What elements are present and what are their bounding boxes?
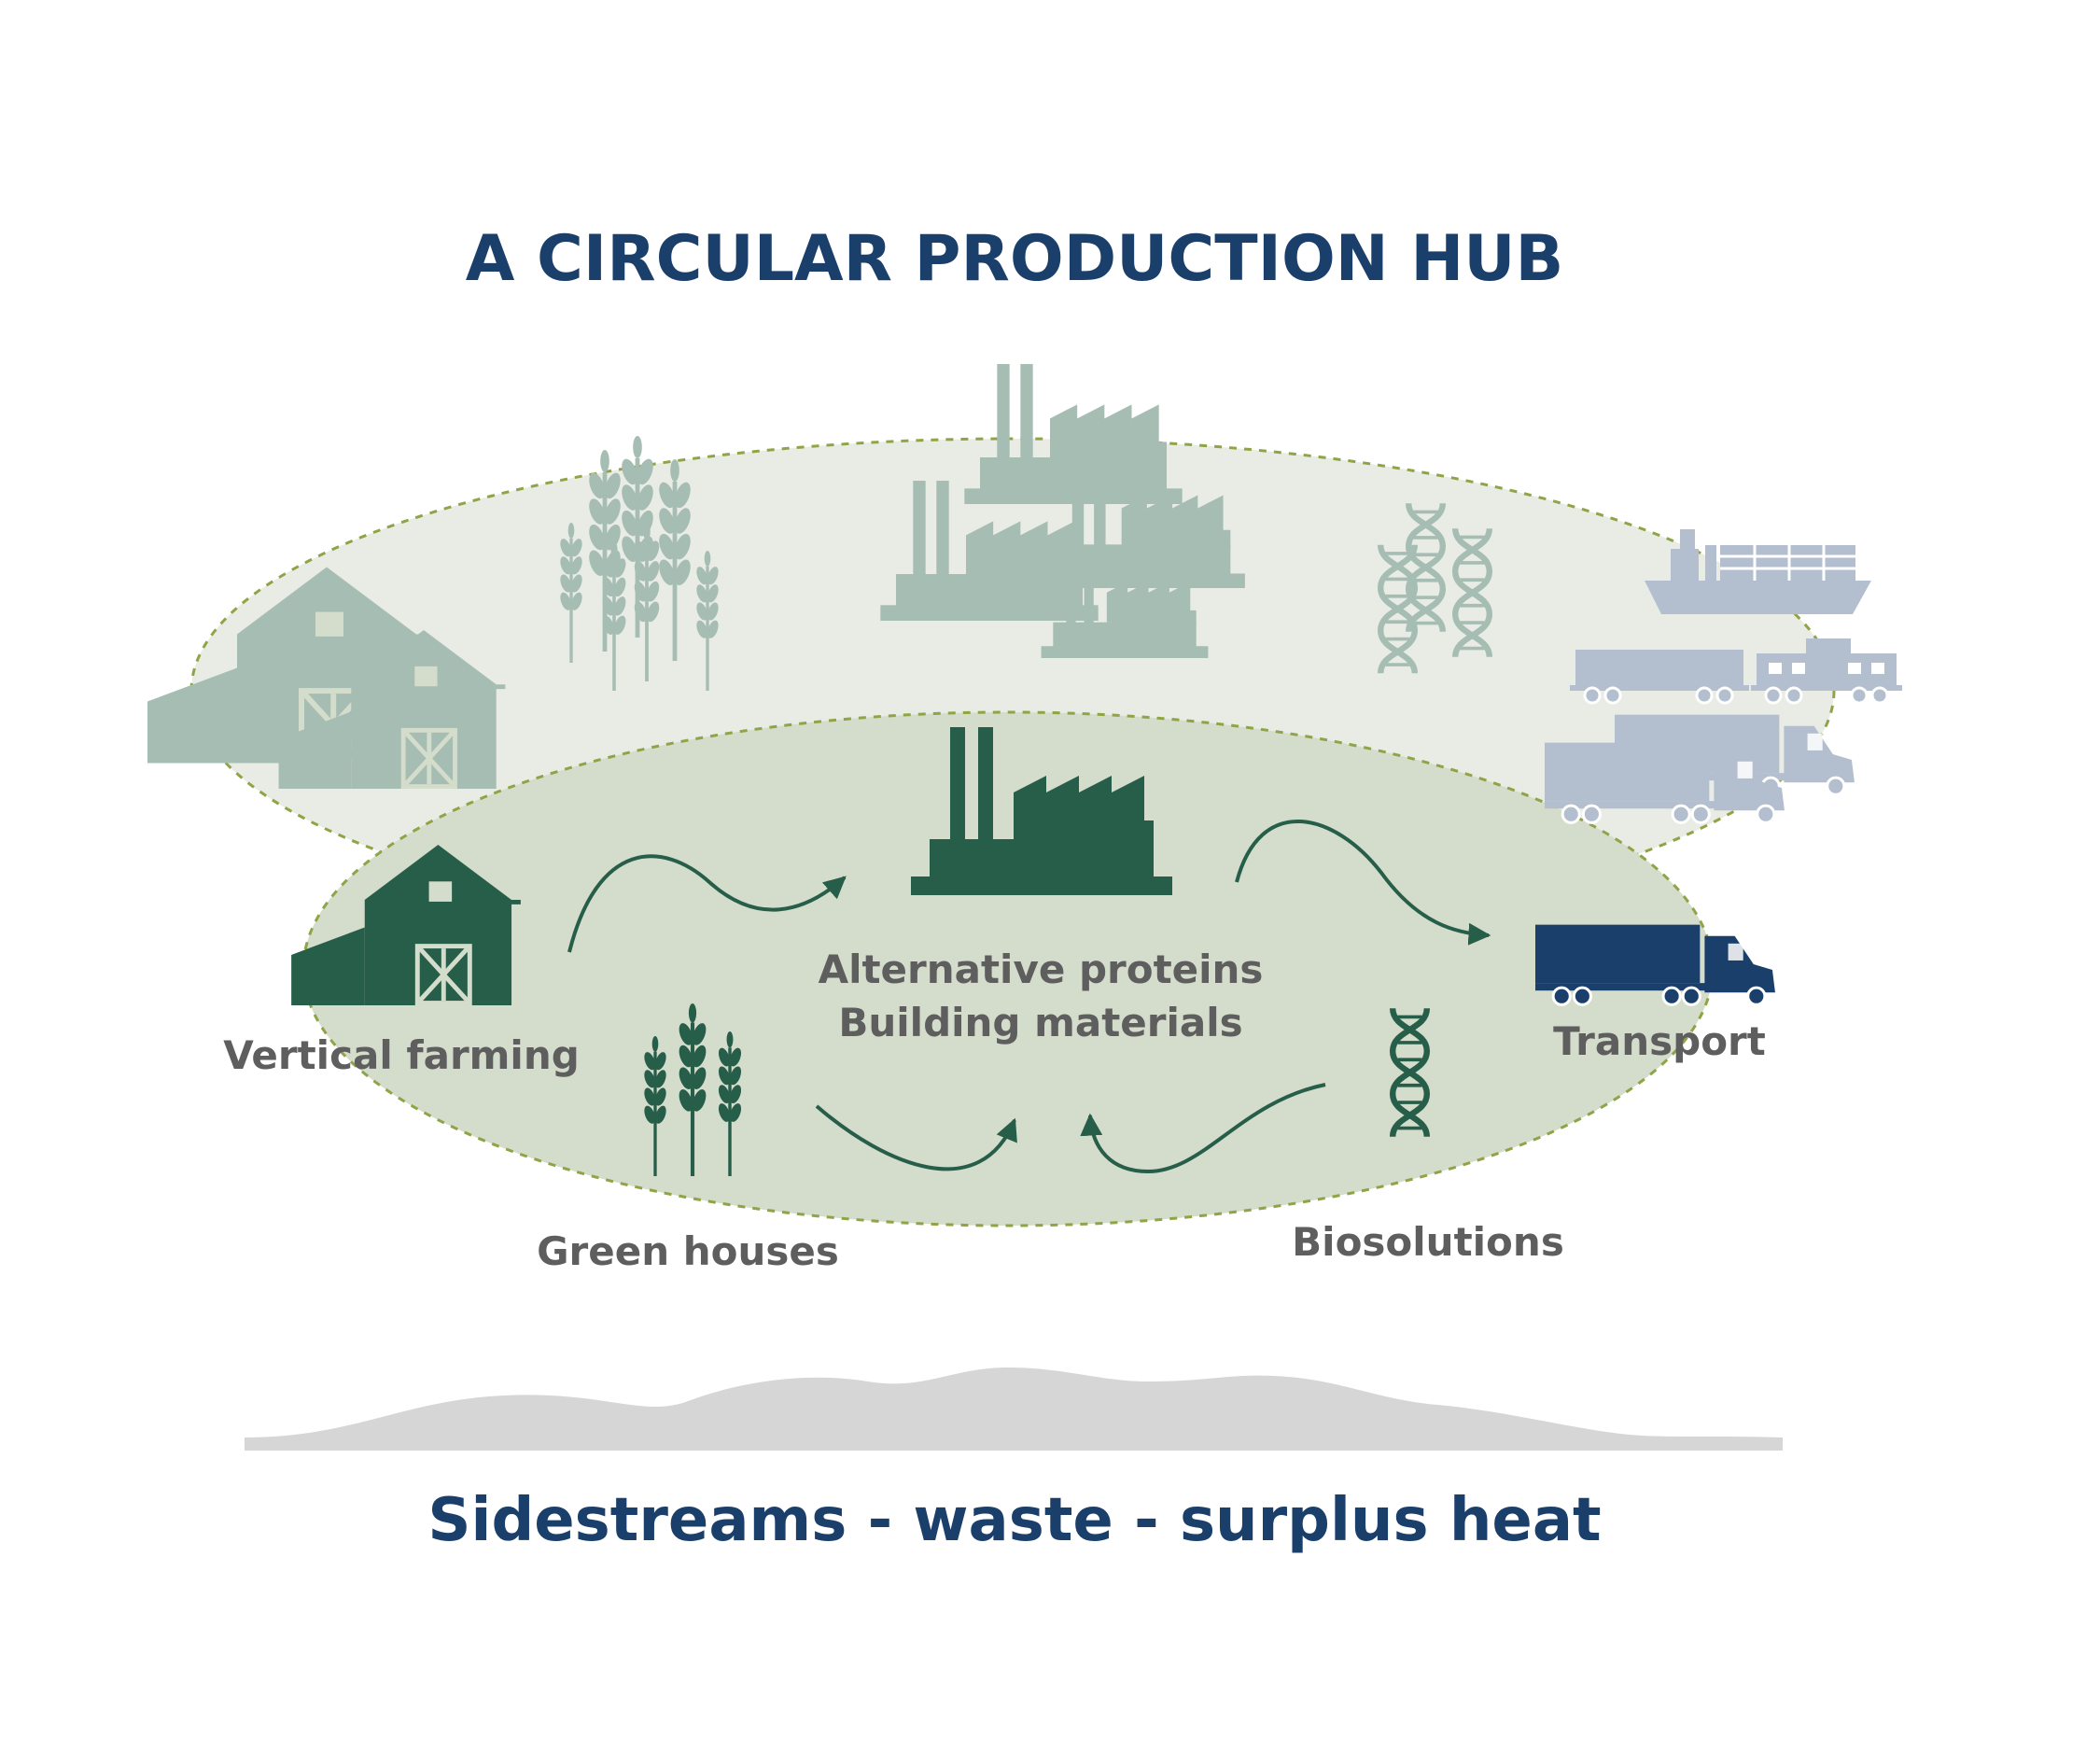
arrow-icon <box>815 1104 1017 1171</box>
cargo-ship-icon <box>1645 529 1871 614</box>
ground-wave <box>245 1367 1783 1451</box>
train-icon <box>1570 638 1902 705</box>
footer-caption: Sidestreams - waste - surplus heat <box>427 1486 1601 1555</box>
biosolutions-label: Biosolutions <box>1292 1219 1564 1265</box>
center-label-line1: Alternative proteins <box>819 947 1264 992</box>
vertical-farming-label: Vertical farming <box>223 1032 580 1078</box>
arrow-icon <box>1235 819 1491 946</box>
arrow-icon <box>1080 1083 1326 1174</box>
page-title: A CIRCULAR PRODUCTION HUB <box>466 222 1564 296</box>
transport-label: Transport <box>1553 1018 1766 1064</box>
arrow-icon <box>567 854 847 953</box>
center-label-line2: Building materials <box>838 1000 1242 1045</box>
green-houses-label: Green houses <box>537 1228 839 1274</box>
